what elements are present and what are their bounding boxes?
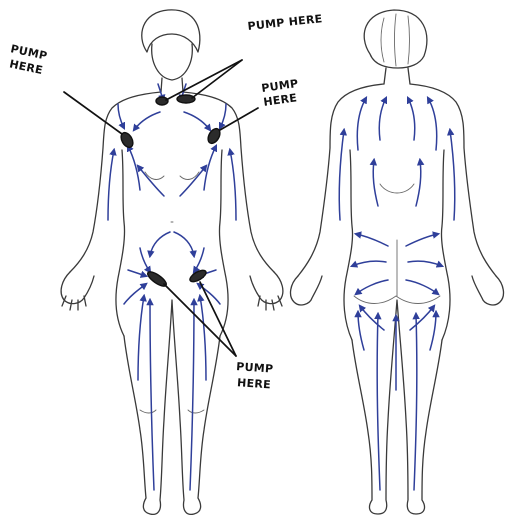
front-right-hand: [250, 272, 283, 310]
flow-arrow: [352, 261, 386, 266]
flow-arrow: [358, 312, 364, 350]
flow-arrow: [379, 98, 386, 140]
flow-arrow: [128, 146, 140, 190]
label-pump-neck: PUMP HERE: [247, 12, 323, 33]
flow-arrow: [430, 312, 436, 350]
flow-arrow: [220, 104, 226, 128]
flow-arrow: [108, 150, 114, 220]
label-pump-left-shoulder: PUMP HERE: [6, 42, 52, 78]
label-pump-right-shoulder: PUMP HERE: [261, 76, 306, 108]
flow-arrow: [180, 166, 206, 196]
flow-arrow: [356, 234, 388, 246]
flow-arrow: [230, 150, 236, 220]
flow-arrow: [416, 160, 421, 206]
flow-arrow: [118, 104, 124, 128]
front-legs: [124, 300, 220, 514]
flow-arrow: [428, 98, 437, 150]
flow-arrow: [408, 261, 442, 266]
front-face: [152, 44, 193, 80]
lymph-node-right-groin: [188, 268, 208, 284]
pointer-neck-a: [166, 60, 242, 100]
flow-arrow: [174, 232, 194, 256]
flow-arrow: [184, 112, 210, 130]
flow-arrow: [204, 146, 216, 190]
pointer-neck-b: [192, 60, 242, 98]
flow-arrow: [134, 112, 160, 130]
flow-arrow: [406, 234, 438, 246]
pump-labels: PUMP HERE PUMP HERE PUMP HERE PUMP HERE: [6, 12, 323, 392]
flow-arrow: [410, 306, 434, 330]
back-buttocks: [354, 184, 440, 304]
flow-arrow: [190, 300, 194, 490]
flow-arrow: [339, 130, 344, 220]
lymph-node-left-neck: [156, 97, 168, 105]
back-legs: [352, 300, 442, 514]
front-hair: [142, 10, 200, 52]
label-pump-groin: PUMP HERE: [235, 360, 278, 392]
back-hair-strands: [381, 14, 410, 66]
flow-arrow: [200, 296, 206, 380]
flow-arrow: [140, 248, 150, 272]
lymph-node-right-neck: [177, 95, 195, 103]
flow-arrow: [150, 232, 170, 256]
flow-arrow: [128, 270, 146, 276]
pointer-left-shoulder: [64, 92, 122, 134]
flow-arrow: [414, 314, 417, 490]
front-body-figure: [61, 10, 283, 515]
flow-arrow: [406, 280, 438, 294]
flow-arrow: [450, 130, 455, 220]
flow-arrow: [377, 314, 380, 490]
back-neck: [384, 68, 410, 84]
front-lymph-nodes: [119, 95, 223, 289]
flow-arrow: [194, 248, 204, 272]
flow-arrow: [373, 160, 378, 206]
back-body-figure: [291, 10, 504, 514]
flow-arrow: [150, 300, 154, 490]
flow-arrow: [360, 306, 384, 330]
flow-arrow: [138, 296, 144, 380]
flow-arrow: [408, 98, 415, 140]
flow-arrow: [356, 280, 388, 294]
flow-arrow: [138, 166, 164, 196]
flow-arrow: [357, 98, 366, 150]
front-left-hand: [61, 272, 94, 310]
